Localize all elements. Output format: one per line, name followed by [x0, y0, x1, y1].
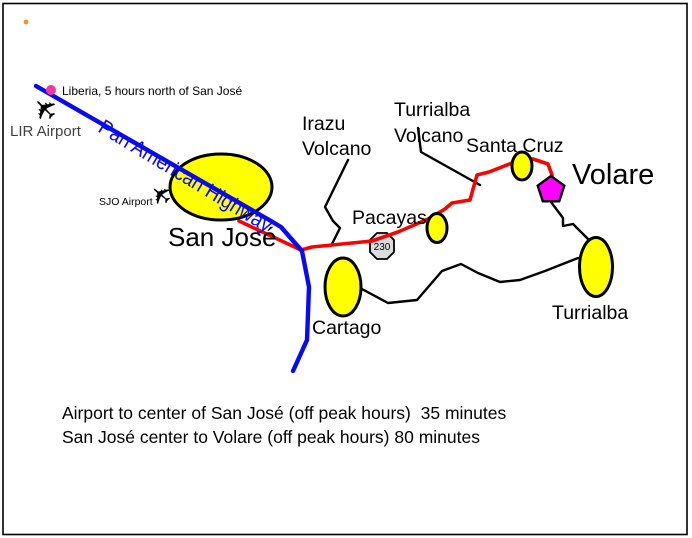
- lir-airport-label: LIR Airport: [10, 123, 82, 140]
- san-jose-label: San José: [168, 222, 276, 252]
- volare-turrialba-road: [549, 200, 591, 242]
- turrialba-ellipse: [578, 236, 614, 298]
- turrialba-volcano-label-line2: Volcano: [394, 125, 464, 147]
- pacayas-ellipse: [425, 212, 449, 244]
- turrialba-city-label: Turrialba: [552, 302, 628, 324]
- cartago-turrialba-road: [358, 256, 580, 305]
- cartago-ellipse: [323, 256, 363, 318]
- travel-note-line1: Airport to center of San José (off peak …: [62, 403, 506, 423]
- turrialba-volcano-label-line1: Turrialba: [394, 99, 470, 121]
- santa-cruz-ellipse: [510, 150, 534, 182]
- pan-american-highway-line: [33, 83, 312, 374]
- travel-note-line2: San José center to Volare (off peak hour…: [62, 427, 480, 447]
- liberia-dot: [46, 85, 56, 95]
- stray-orange-dot: [23, 19, 29, 25]
- pacayas-label: Pacayas: [352, 207, 427, 229]
- volare-pentagon-marker: [536, 174, 566, 203]
- sjo-airport-label: SJO Airport: [99, 196, 153, 208]
- san-jose-ellipse: [168, 152, 274, 222]
- santa-cruz-label: Santa Cruz: [466, 135, 564, 157]
- turrialba-volcano-pointer-line: [416, 126, 482, 187]
- volare-label: Volare: [572, 159, 654, 191]
- irazu-volcano-label-line1: Irazu: [302, 113, 345, 135]
- liberia-note-label: Liberia, 5 hours north of San José: [62, 84, 242, 98]
- route-230-number: 230: [374, 242, 391, 253]
- irazu-volcano-label-line2: Volcano: [302, 138, 372, 160]
- irazu-volcano-pointer-line: [323, 158, 350, 248]
- cartago-label: Cartago: [312, 317, 382, 339]
